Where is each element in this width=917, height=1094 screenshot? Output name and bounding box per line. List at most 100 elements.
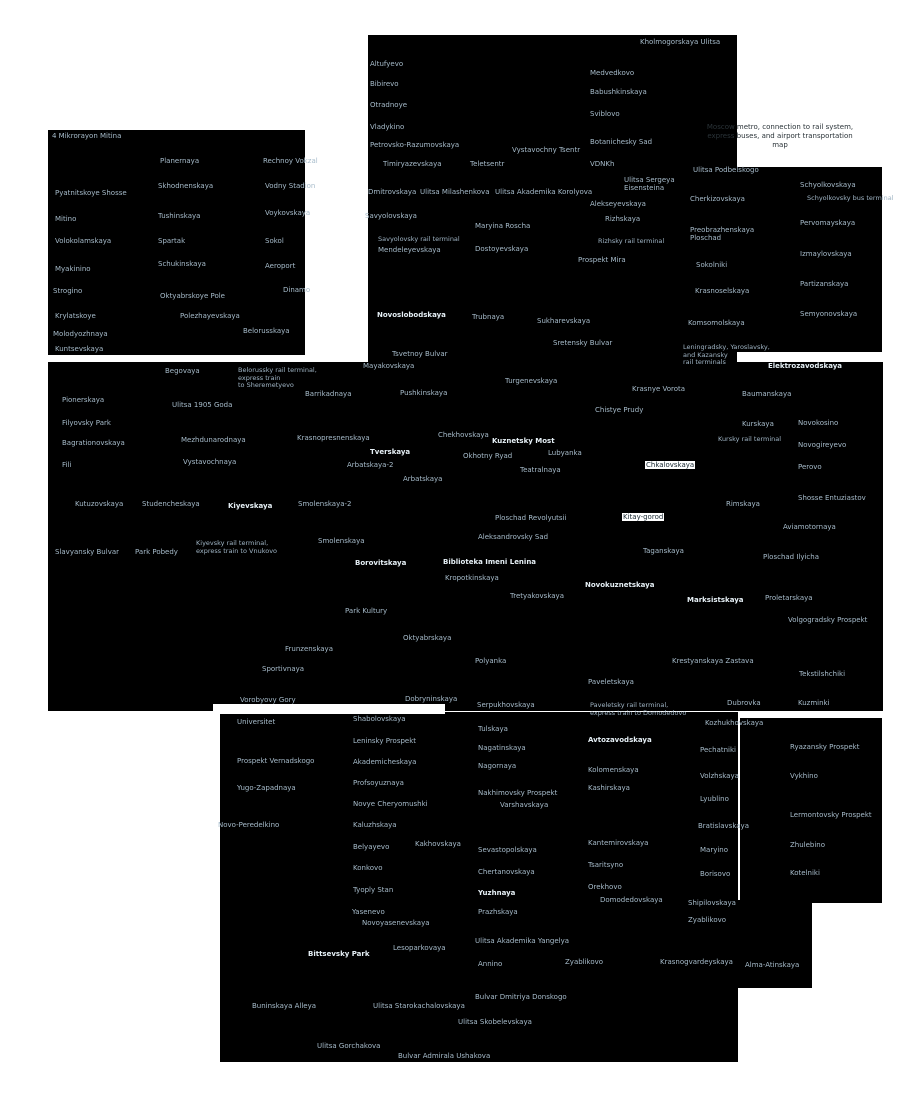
station-label[interactable]: Belyayevo (353, 843, 390, 851)
station-label[interactable]: Vodny Stadion (265, 182, 316, 190)
station-label[interactable]: Volokolamskaya (55, 237, 112, 245)
station-label[interactable]: Partizanskaya (800, 280, 849, 288)
station-label[interactable]: Turgenevskaya (505, 377, 558, 385)
station-label[interactable]: Smolenskaya (318, 537, 365, 545)
station-label[interactable]: Ulitsa Akademika Yangelya (475, 937, 570, 945)
station-label[interactable]: Mezhdunarodnaya (181, 436, 246, 444)
station-label[interactable]: VDNKh (590, 160, 615, 168)
station-label[interactable]: Tushinskaya (158, 212, 201, 220)
station-label[interactable]: Chekhovskaya (438, 431, 489, 439)
station-label[interactable]: Ulitsa Akademika Korolyova (495, 188, 593, 196)
station-label[interactable]: Otradnoye (370, 101, 408, 109)
station-label[interactable]: Dubrovka (727, 699, 761, 707)
station-label[interactable]: Begovaya (165, 367, 200, 375)
station-label[interactable]: Yuzhnaya (478, 889, 516, 897)
station-label[interactable]: Prospekt Mira (578, 256, 626, 264)
station-label[interactable]: Kuzminki (798, 699, 830, 707)
station-label[interactable]: Petrovsko-Razumovskaya (370, 141, 460, 149)
station-label[interactable]: Taganskaya (643, 547, 684, 555)
station-label[interactable]: Chertanovskaya (478, 868, 535, 876)
station-label[interactable]: Bittsevsky Park (308, 950, 370, 958)
station-label[interactable]: Dmitrovskaya (368, 188, 417, 196)
station-label[interactable]: Kholmogorskaya Ulitsa (640, 38, 721, 46)
station-label[interactable]: Kakhovskaya (415, 840, 461, 848)
station-label[interactable]: Savyolovskaya (365, 212, 417, 220)
station-label[interactable]: Sokol (265, 237, 284, 245)
station-label[interactable]: Semyonovskaya (800, 310, 858, 318)
station-label[interactable]: Mendeleyevskaya (378, 246, 441, 254)
station-label[interactable]: Tsaritsyno (588, 861, 624, 869)
station-label[interactable]: Pervomayskaya (800, 219, 856, 227)
station-label[interactable]: Ulitsa Sergeya Eisensteina (624, 176, 675, 192)
station-label[interactable]: Kuntsevskaya (55, 345, 104, 353)
station-label[interactable]: Preobrazhenskaya Ploschad (690, 226, 755, 242)
station-label[interactable]: Kitay-gorod (622, 513, 665, 521)
station-label[interactable]: Ulitsa 1905 Goda (172, 401, 233, 409)
station-label[interactable]: Krylatskoye (55, 312, 96, 320)
station-label[interactable]: Tekstilshchiki (799, 670, 846, 678)
station-label[interactable]: Schukinskaya (158, 260, 206, 268)
station-label[interactable]: Polezhayevskaya (180, 312, 240, 320)
station-label[interactable]: Studencheskaya (142, 500, 200, 508)
station-label[interactable]: Novye Cheryomushki (353, 800, 428, 808)
station-label[interactable]: Zyablikovo (688, 916, 727, 924)
station-label[interactable]: Kolomenskaya (588, 766, 639, 774)
station-label[interactable]: Novokuznetskaya (585, 581, 655, 589)
station-label[interactable]: Bulvar Admirala Ushakova (398, 1052, 491, 1060)
station-label[interactable]: Krasnoselskaya (695, 287, 750, 295)
station-label[interactable]: Kozhukhovskaya (705, 719, 764, 727)
station-label[interactable]: Ulitsa Podbelskogo (693, 166, 759, 174)
station-label[interactable]: Shipilovskaya (688, 899, 736, 907)
station-label[interactable]: Kutuzovskaya (75, 500, 124, 508)
station-label[interactable]: Sviblovo (590, 110, 620, 118)
station-label[interactable]: Nagornaya (478, 762, 517, 770)
station-label[interactable]: Kaluzhskaya (353, 821, 397, 829)
station-label[interactable]: Nagatinskaya (478, 744, 526, 752)
station-label[interactable]: Dinamo (283, 286, 311, 294)
station-label[interactable]: Pechatniki (700, 746, 736, 754)
station-label[interactable]: Tsvetnoy Bulvar (392, 350, 448, 358)
station-label[interactable]: Marksistskaya (687, 596, 744, 604)
station-label[interactable]: Shosse Entuziastov (798, 494, 866, 502)
station-label[interactable]: Ulitsa Gorchakova (317, 1042, 381, 1050)
station-label[interactable]: Krestyanskaya Zastava (672, 657, 754, 665)
station-label[interactable]: Aleksandrovsky Sad (478, 533, 549, 541)
station-label[interactable]: Zhulebino (790, 841, 826, 849)
station-label[interactable]: Vladykino (370, 123, 405, 131)
station-label[interactable]: Smolenskaya-2 (298, 500, 352, 508)
station-label[interactable]: Novogireyevo (798, 441, 847, 449)
station-label[interactable]: Barrikadnaya (305, 390, 352, 398)
station-label[interactable]: Borovitskaya (355, 559, 407, 567)
station-label[interactable]: Molodyozhnaya (53, 330, 108, 338)
station-label[interactable]: Park Pobedy (135, 548, 178, 556)
station-label[interactable]: Ulitsa Skobelevskaya (458, 1018, 532, 1026)
station-label[interactable]: Vorobyovy Gory (240, 696, 296, 704)
station-label[interactable]: Chkalovskaya (645, 461, 696, 469)
station-label[interactable]: Prazhskaya (478, 908, 518, 916)
station-label[interactable]: Baumanskaya (742, 390, 792, 398)
station-label[interactable]: Krasnogvardeyskaya (660, 958, 733, 966)
station-label[interactable]: Alma-Atinskaya (745, 961, 800, 969)
station-label[interactable]: Sevastopolskaya (478, 846, 537, 854)
station-label[interactable]: Novoyasenevskaya (362, 919, 430, 927)
station-label[interactable]: Serpukhovskaya (477, 701, 535, 709)
station-label[interactable]: Teatralnaya (520, 466, 561, 474)
station-label[interactable]: Rizhskaya (605, 215, 641, 223)
station-label[interactable]: Dostoyevskaya (475, 245, 529, 253)
station-label[interactable]: Schyolkovskaya (800, 181, 856, 189)
station-label[interactable]: Lyublino (700, 795, 729, 803)
station-label[interactable]: Mayakovskaya (363, 362, 415, 370)
station-label[interactable]: Okhotny Ryad (463, 452, 513, 460)
station-label[interactable]: Kantemirovskaya (588, 839, 649, 847)
station-label[interactable]: Lubyanka (548, 449, 582, 457)
station-label[interactable]: Krasnye Vorota (632, 385, 686, 393)
station-label[interactable]: Novokosino (798, 419, 839, 427)
station-label[interactable]: Ulitsa Starokachalovskaya (373, 1002, 465, 1010)
station-label[interactable]: Akademicheskaya (353, 758, 417, 766)
station-label[interactable]: Myakinino (55, 265, 91, 273)
station-label[interactable]: Nakhimovsky Prospekt (478, 789, 558, 797)
station-label[interactable]: Belorusskaya (243, 327, 290, 335)
station-label[interactable]: Perovo (798, 463, 822, 471)
station-label[interactable]: Babushkinskaya (590, 88, 647, 96)
station-label[interactable]: Timiryazevskaya (383, 160, 442, 168)
